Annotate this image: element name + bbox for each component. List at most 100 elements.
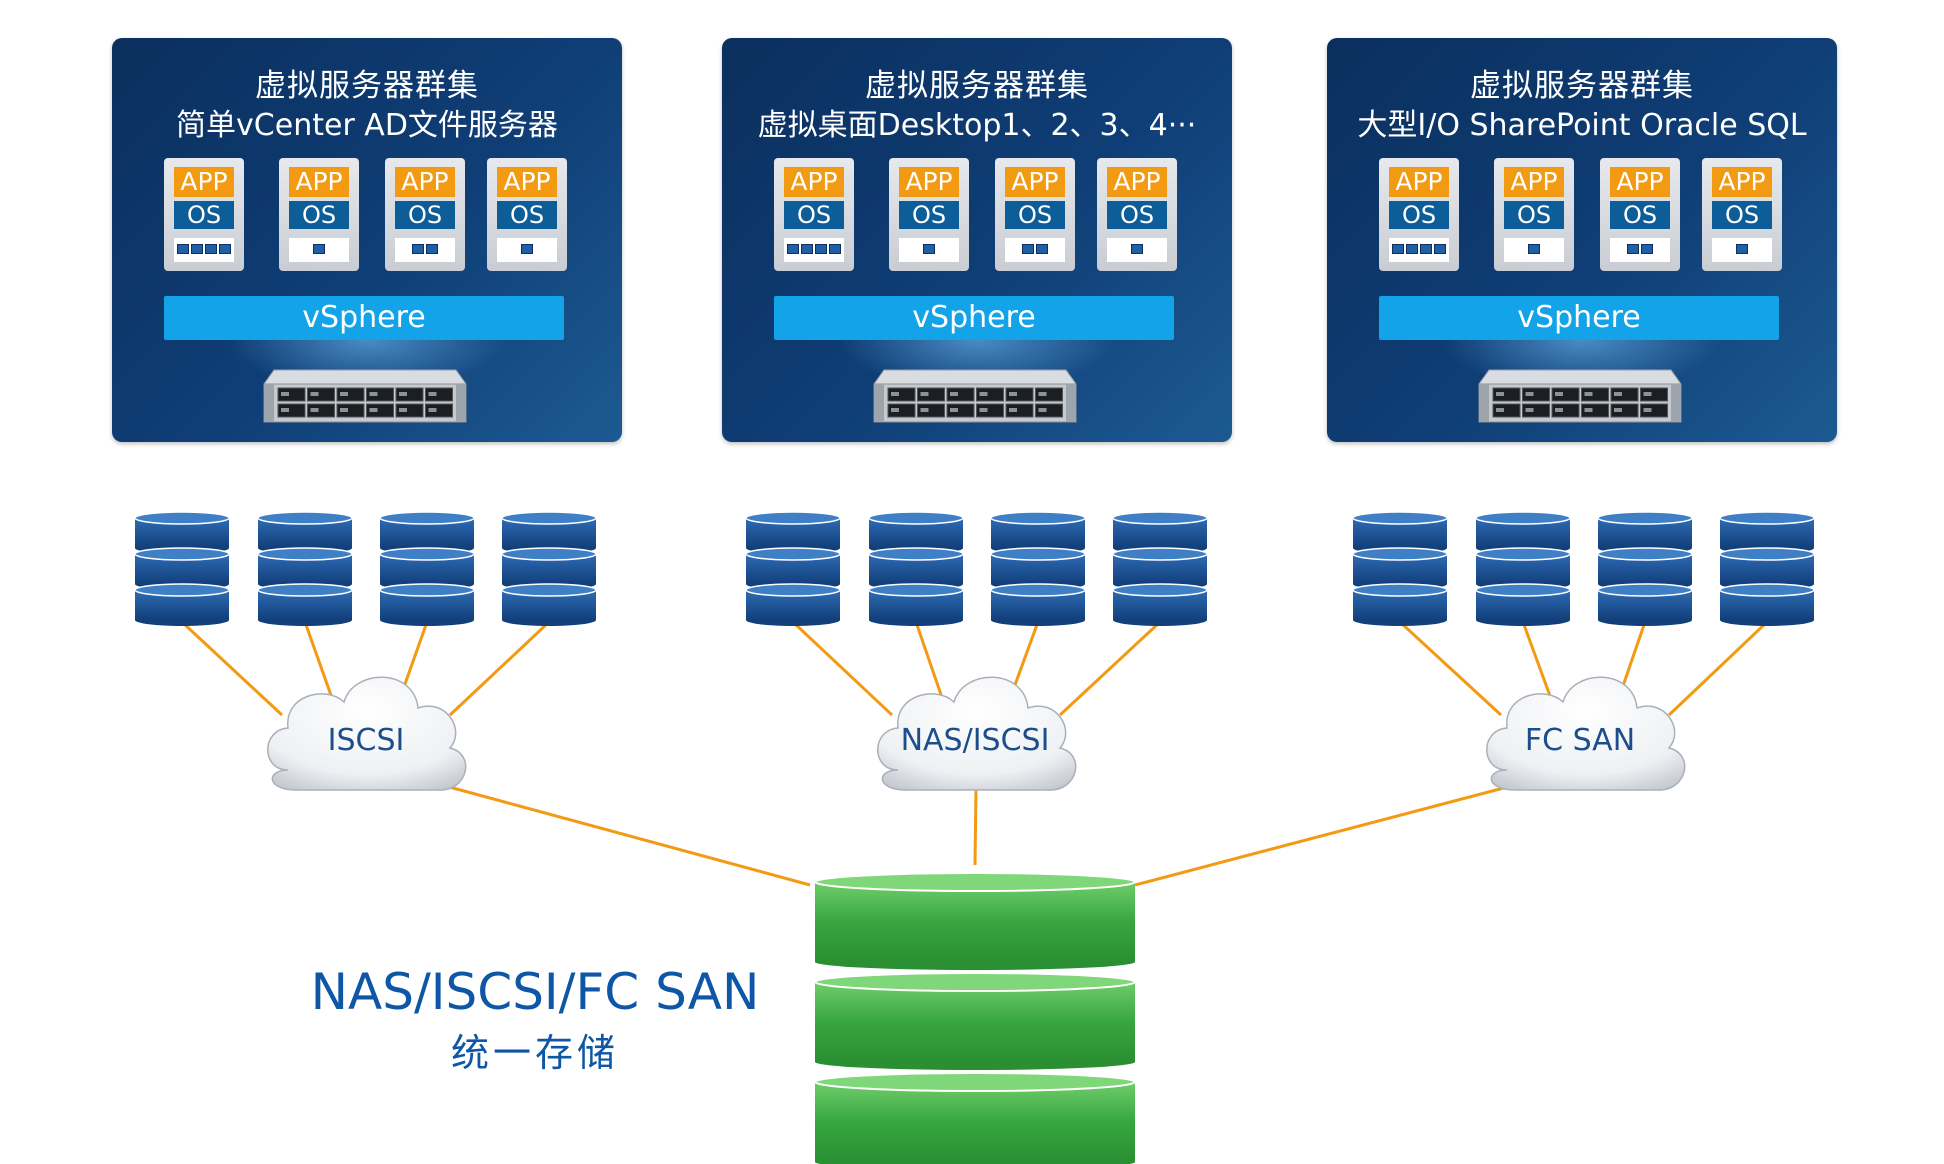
monitor-icons — [784, 238, 844, 262]
monitor-icons — [1712, 238, 1772, 262]
disk-platter-top — [990, 511, 1086, 525]
monitor-icon — [205, 244, 217, 254]
disk-platter-top — [134, 511, 230, 525]
os-label: OS — [289, 201, 349, 229]
disk-link-line — [1667, 620, 1769, 717]
rack-server-icon — [1478, 369, 1682, 423]
cluster-subtitle: 虚拟桌面Desktop1、2、3、4··· — [757, 108, 1197, 143]
monitor-icon — [426, 244, 438, 254]
os-label: OS — [1504, 201, 1564, 229]
monitor-icon — [829, 244, 841, 254]
app-label: APP — [1005, 167, 1065, 197]
disk-platter-top — [745, 583, 841, 597]
disk-link-line — [791, 620, 894, 717]
disk-platter-top — [868, 583, 964, 597]
monitor-icons — [395, 238, 455, 262]
os-label: OS — [395, 201, 455, 229]
network-label-iscsi: ISCSI — [327, 723, 405, 758]
network-cloud-icon — [877, 676, 1077, 791]
disk-platter-top — [379, 547, 475, 561]
rack-server-icon — [873, 369, 1077, 423]
monitor-icon — [1022, 244, 1034, 254]
monitor-icon — [1392, 244, 1404, 254]
vm-card: APP OS — [1494, 158, 1574, 271]
os-label: OS — [497, 201, 557, 229]
monitor-icon — [1131, 244, 1143, 254]
monitor-icon — [923, 244, 935, 254]
monitor-icon — [313, 244, 325, 254]
monitor-icon — [191, 244, 203, 254]
disk-platter-top — [134, 583, 230, 597]
disk-platter-top — [1475, 511, 1571, 525]
monitor-icons — [1389, 238, 1449, 262]
disk-platter-top — [745, 547, 841, 561]
disk-platter-top — [379, 511, 475, 525]
disk-platter-top — [1112, 583, 1208, 597]
app-label: APP — [174, 167, 234, 197]
disk-platter-top — [257, 547, 353, 561]
disk-platter-top — [1352, 547, 1448, 561]
monitor-icon — [1434, 244, 1446, 254]
vsphere-bar: vSphere — [164, 296, 564, 340]
disk-link-line — [448, 620, 551, 717]
vm-card: APP OS — [385, 158, 465, 271]
disk-platter-top — [1719, 511, 1815, 525]
disk-platter-top — [257, 511, 353, 525]
disk-platter-top — [257, 583, 353, 597]
storage-title: NAS/ISCSI/FC SAN — [310, 963, 760, 1021]
disk-platter-top — [745, 511, 841, 525]
vm-card: APP OS — [279, 158, 359, 271]
monitor-icon — [1406, 244, 1418, 254]
disk-platter-top — [1112, 547, 1208, 561]
storage-cylinder — [815, 882, 1135, 962]
os-label: OS — [1005, 201, 1065, 229]
disk-platter-top — [1597, 547, 1693, 561]
disk-platter-top — [501, 583, 597, 597]
storage-cylinder-top — [814, 972, 1136, 992]
app-label: APP — [1107, 167, 1167, 197]
rack-server-icon — [263, 369, 467, 423]
disk-platter-top — [868, 511, 964, 525]
monitor-icon — [1641, 244, 1653, 254]
os-label: OS — [1389, 201, 1449, 229]
app-label: APP — [1504, 167, 1564, 197]
monitor-icon — [177, 244, 189, 254]
disk-platter-top — [501, 511, 597, 525]
cluster-subtitle: 简单vCenter AD文件服务器 — [176, 108, 558, 143]
cluster-title: 虚拟服务器群集 — [1470, 68, 1694, 104]
storage-subtitle: 统一存储 — [450, 1031, 619, 1075]
monitor-icons — [1504, 238, 1564, 262]
app-label: APP — [289, 167, 349, 197]
network-cloud-icon — [267, 676, 467, 791]
disk-platter-top — [1597, 511, 1693, 525]
os-label: OS — [1610, 201, 1670, 229]
os-label: OS — [1107, 201, 1167, 229]
app-label: APP — [497, 167, 557, 197]
disk-link-line — [1058, 620, 1162, 717]
monitor-icon — [219, 244, 231, 254]
app-label: APP — [395, 167, 455, 197]
monitor-icon — [787, 244, 799, 254]
disk-platter-top — [1719, 583, 1815, 597]
storage-link-line — [441, 783, 811, 887]
monitor-icons — [899, 238, 959, 262]
os-label: OS — [1712, 201, 1772, 229]
disk-platter-top — [134, 547, 230, 561]
cluster-title: 虚拟服务器群集 — [865, 68, 1089, 104]
cluster-subtitle: 大型I/O SharePoint Oracle SQL — [1357, 108, 1807, 143]
storage-link-line — [1134, 783, 1516, 887]
disk-platter-top — [1352, 583, 1448, 597]
monitor-icon — [815, 244, 827, 254]
storage-cylinder-top — [814, 1072, 1136, 1092]
vsphere-bar: vSphere — [1379, 296, 1779, 340]
storage-cylinder — [815, 982, 1135, 1062]
disk-platter-top — [1719, 547, 1815, 561]
monitor-icon — [412, 244, 424, 254]
